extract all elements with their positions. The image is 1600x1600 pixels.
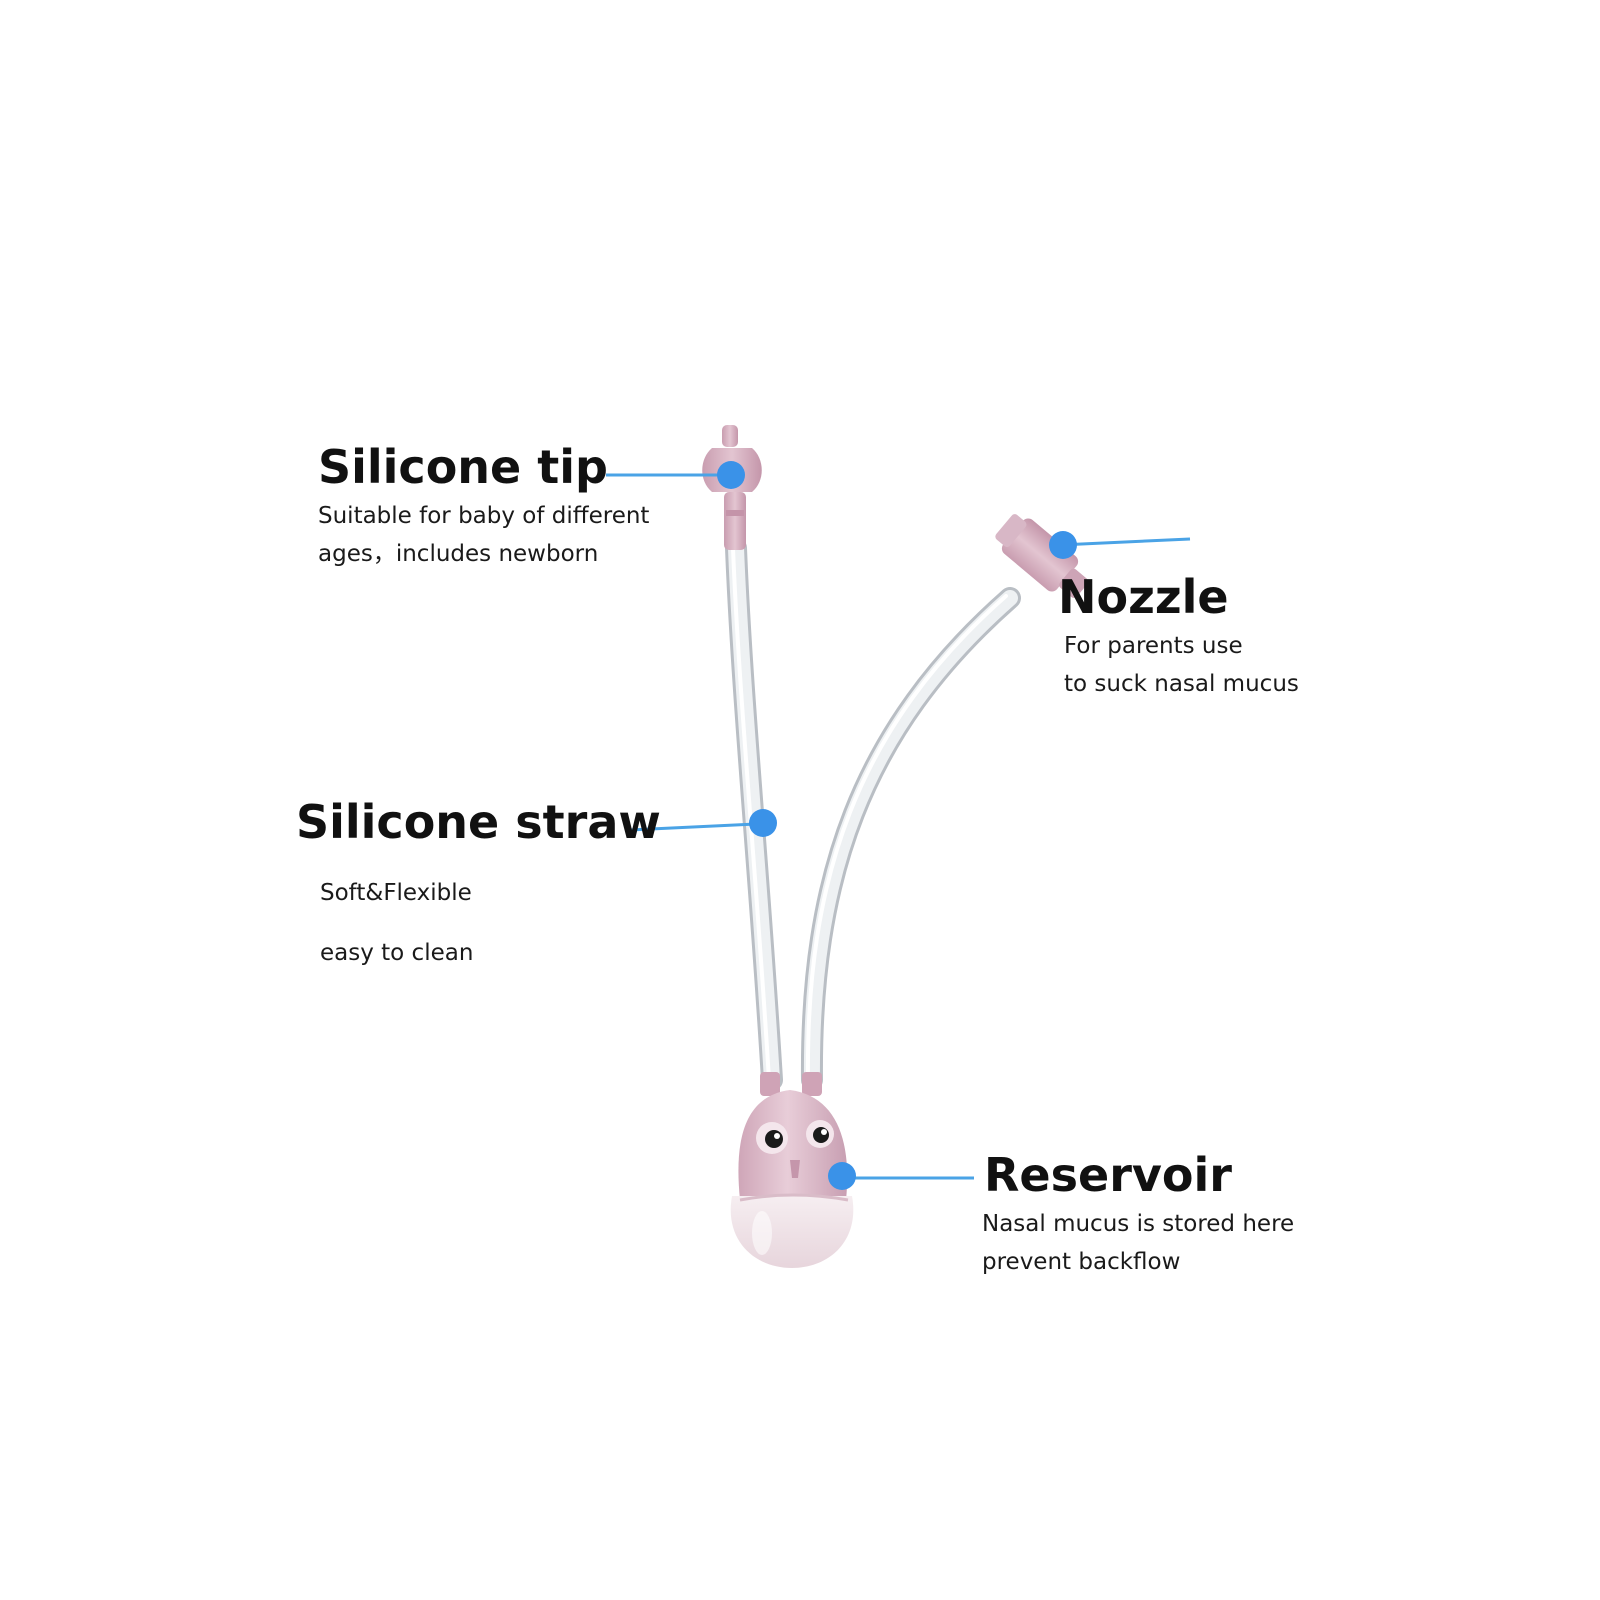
callout-dot-nozzle [1049,531,1077,559]
callout-dot-silicone-tip [717,461,745,489]
silicone-straw-tube [725,537,783,1091]
label-nozzle: Nozzle For parents use to suck nasal muc… [1058,570,1299,700]
label-reservoir: Reservoir Nasal mucus is stored here pre… [982,1148,1295,1278]
label-description: prevent backflow [982,1249,1181,1275]
label-title: Silicone straw [296,795,661,849]
callout-dot-silicone-straw [749,809,777,837]
label-description: Soft&Flexible [320,880,472,906]
callout-dot-reservoir [828,1162,856,1190]
nozzle-tube [800,587,1021,1091]
label-silicone-tip: Silicone tip Suitable for baby of differ… [318,440,649,570]
label-description: ages，includes newborn [318,541,599,567]
label-silicone-straw: Silicone straw Soft&Flexible easy to cle… [296,795,661,969]
label-description: Nasal mucus is stored here [982,1211,1295,1237]
nozzle-part [995,514,1089,598]
label-title: Silicone tip [318,440,608,494]
label-description: For parents use [1064,633,1243,659]
reservoir-body [730,1072,854,1268]
label-title: Nozzle [1058,570,1229,624]
leader-line-nozzle [1059,537,1191,547]
label-title: Reservoir [984,1148,1232,1202]
label-description: to suck nasal mucus [1064,671,1299,697]
leader-line-silicone-straw [629,822,757,832]
label-description: Suitable for baby of different [318,503,650,529]
label-description: easy to clean [320,940,474,966]
